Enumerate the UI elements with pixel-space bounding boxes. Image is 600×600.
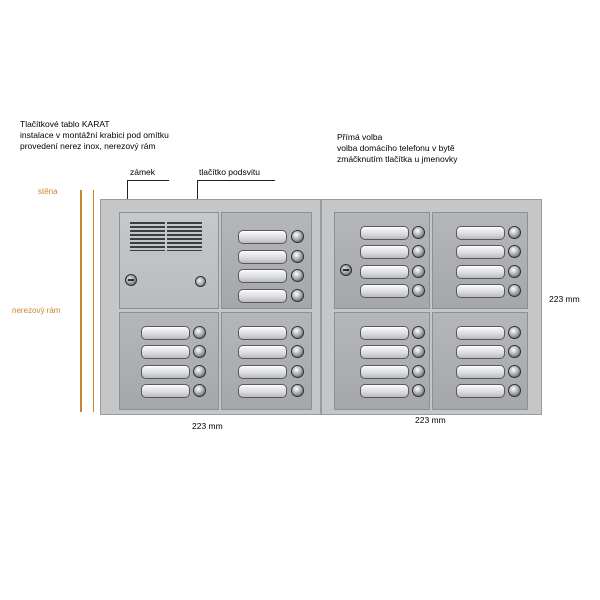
- name-button[interactable]: [141, 365, 190, 379]
- header-line-1: Tlačítkové tablo KARAT: [20, 119, 110, 129]
- speaker-module: [119, 212, 219, 309]
- call-knob-icon[interactable]: [291, 230, 304, 243]
- backlight-callout-line-h: [197, 180, 275, 181]
- left-panel: [100, 199, 321, 415]
- right-note-line-2: volba domácího telefonu v bytě: [337, 143, 455, 153]
- wall-label: stěna: [38, 187, 58, 196]
- call-knob-icon[interactable]: [193, 384, 206, 397]
- call-knob-icon[interactable]: [508, 345, 521, 358]
- lock-icon[interactable]: [340, 264, 352, 276]
- call-knob-icon[interactable]: [508, 365, 521, 378]
- lock-callout-label: zámek: [130, 167, 156, 177]
- call-knob-icon[interactable]: [291, 365, 304, 378]
- button-module-bottom-right: [432, 312, 528, 410]
- name-button[interactable]: [456, 345, 505, 359]
- call-knob-icon[interactable]: [508, 245, 521, 258]
- name-button[interactable]: [456, 265, 505, 279]
- lock-icon[interactable]: [125, 274, 137, 286]
- call-knob-icon[interactable]: [291, 384, 304, 397]
- backlight-button[interactable]: [195, 276, 206, 287]
- name-button[interactable]: [238, 289, 287, 303]
- lock-callout-line-v: [127, 180, 128, 213]
- name-button[interactable]: [360, 384, 409, 398]
- call-knob-icon[interactable]: [193, 365, 206, 378]
- call-knob-icon[interactable]: [508, 326, 521, 339]
- name-button[interactable]: [360, 265, 409, 279]
- call-knob-icon[interactable]: [412, 265, 425, 278]
- wall-bar: [80, 190, 82, 412]
- frame-bar: [93, 190, 94, 412]
- name-button[interactable]: [141, 326, 190, 340]
- name-button[interactable]: [238, 345, 287, 359]
- name-button[interactable]: [238, 365, 287, 379]
- call-knob-icon[interactable]: [412, 384, 425, 397]
- frame-label: nerezový rám: [12, 306, 61, 315]
- call-knob-icon[interactable]: [291, 269, 304, 282]
- name-button[interactable]: [238, 384, 287, 398]
- call-knob-icon[interactable]: [412, 365, 425, 378]
- name-button[interactable]: [360, 284, 409, 298]
- button-module-bottom-left: [334, 312, 430, 410]
- name-button[interactable]: [456, 384, 505, 398]
- header-line-3: provedení nerez inox, nerezový rám: [20, 141, 156, 151]
- name-button[interactable]: [238, 230, 287, 244]
- name-button[interactable]: [360, 226, 409, 240]
- call-knob-icon[interactable]: [291, 326, 304, 339]
- backlight-callout-label: tlačítko podsvitu: [199, 167, 260, 177]
- button-module-top-right: [221, 212, 312, 309]
- right-panel: [321, 199, 542, 415]
- name-button[interactable]: [360, 345, 409, 359]
- name-button[interactable]: [360, 245, 409, 259]
- call-knob-icon[interactable]: [291, 345, 304, 358]
- call-knob-icon[interactable]: [508, 384, 521, 397]
- button-module-bottom-right: [221, 312, 312, 410]
- name-button[interactable]: [360, 365, 409, 379]
- call-knob-icon[interactable]: [193, 326, 206, 339]
- name-button[interactable]: [238, 269, 287, 283]
- name-button[interactable]: [456, 226, 505, 240]
- call-knob-icon[interactable]: [291, 250, 304, 263]
- name-button[interactable]: [238, 326, 287, 340]
- name-button[interactable]: [456, 365, 505, 379]
- call-knob-icon[interactable]: [508, 284, 521, 297]
- name-button[interactable]: [238, 250, 287, 264]
- call-knob-icon[interactable]: [412, 345, 425, 358]
- name-button[interactable]: [360, 326, 409, 340]
- lock-callout-line-h: [127, 180, 169, 181]
- call-knob-icon[interactable]: [412, 245, 425, 258]
- call-knob-icon[interactable]: [508, 226, 521, 239]
- grille-divider: [165, 222, 167, 251]
- call-knob-icon[interactable]: [412, 226, 425, 239]
- call-knob-icon[interactable]: [412, 284, 425, 297]
- header-line-2: instalace v montážní krabici pod omítku: [20, 130, 169, 140]
- backlight-callout-line-v: [197, 180, 198, 213]
- call-knob-icon[interactable]: [193, 345, 206, 358]
- name-button[interactable]: [456, 284, 505, 298]
- name-button[interactable]: [141, 345, 190, 359]
- name-button[interactable]: [141, 384, 190, 398]
- call-knob-icon[interactable]: [412, 326, 425, 339]
- right-note-line-1: Přímá volba: [337, 132, 383, 142]
- call-knob-icon[interactable]: [291, 289, 304, 302]
- left-width-dimension: 223 mm: [192, 421, 223, 431]
- button-module-top-left: [334, 212, 430, 309]
- name-button[interactable]: [456, 245, 505, 259]
- button-module-bottom-left: [119, 312, 219, 410]
- right-width-dimension: 223 mm: [415, 415, 446, 425]
- call-knob-icon[interactable]: [508, 265, 521, 278]
- height-dimension: 223 mm: [549, 294, 580, 304]
- right-note-line-3: zmáčknutím tlačítka u jmenovky: [337, 154, 458, 164]
- name-button[interactable]: [456, 326, 505, 340]
- button-module-top-right: [432, 212, 528, 309]
